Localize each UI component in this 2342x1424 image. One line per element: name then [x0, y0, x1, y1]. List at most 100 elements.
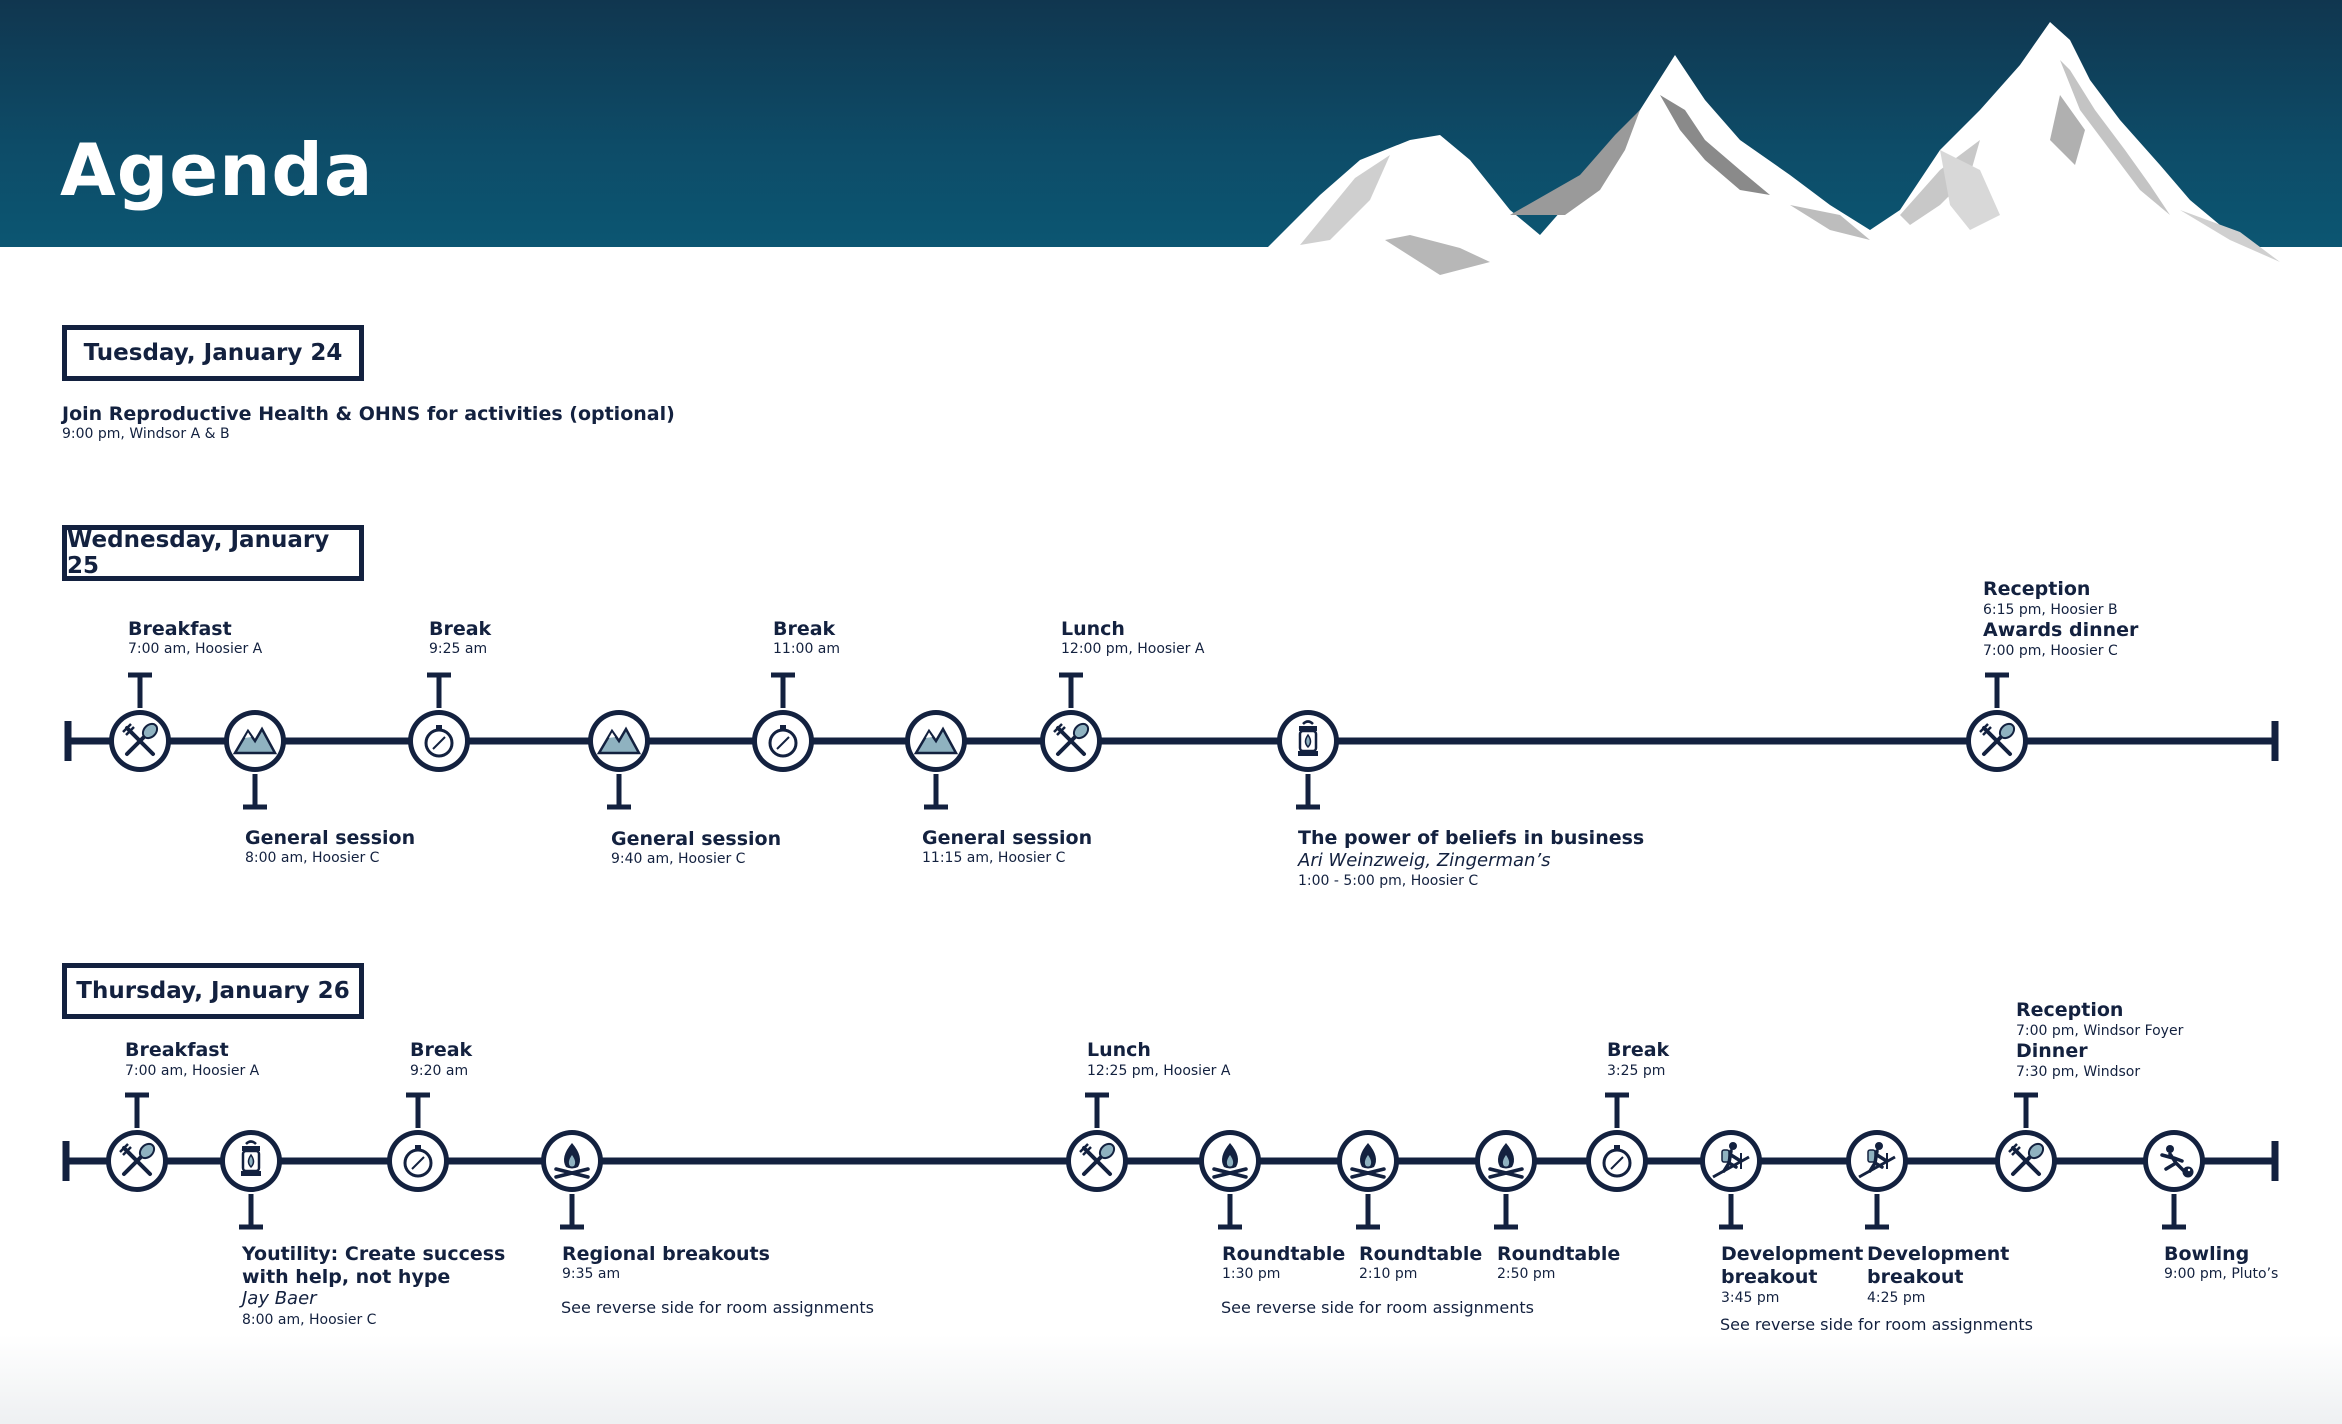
- compass-icon: [768, 725, 798, 758]
- mountain-illustration: [1220, 22, 2342, 340]
- wednesday-marker-5: [905, 710, 967, 810]
- wed-break1-title: Break: [429, 618, 492, 640]
- thu-regional-note: See reverse side for room assignments: [561, 1298, 874, 1317]
- thu-roundtable3-title: Roundtable: [1497, 1243, 1621, 1265]
- thu-break2-title: Break: [1607, 1039, 1670, 1061]
- thu-break1-title: Break: [410, 1039, 473, 1061]
- lantern-icon: [1298, 720, 1318, 756]
- wednesday-marker-4: [752, 672, 814, 772]
- wed-break2-detail: 11:00 am: [773, 641, 841, 657]
- wed-breakfast-title: Breakfast: [128, 618, 232, 640]
- fork-spoon-icon: [2008, 1142, 2045, 1176]
- wed-dinner-detail: 7:00 pm, Hoosier C: [1983, 643, 2118, 659]
- thu-roundtable1-detail: 1:30 pm: [1222, 1266, 1281, 1282]
- thursday-marker-2: [387, 1092, 449, 1192]
- thursday-marker-5: [1199, 1130, 1261, 1230]
- thu-dev1-title-line2: breakout: [1721, 1266, 1818, 1288]
- thu-reception-detail: 7:00 pm, Windsor Foyer: [2016, 1023, 2184, 1039]
- wednesday-marker-8: [1966, 672, 2028, 772]
- thu-keynote-title: Youtility: Create success: [242, 1243, 506, 1265]
- thu-dev2-title: Development: [1867, 1243, 2010, 1265]
- campfire-icon: [1488, 1143, 1524, 1179]
- mountain-icon: [596, 726, 642, 755]
- fork-spoon-icon: [1979, 722, 2016, 756]
- wednesday-marker-6: [1040, 672, 1102, 772]
- day-heading-thursday: Thursday, January 26: [62, 963, 364, 1019]
- wed-keynote-speaker: Ari Weinzweig, Zingerman’s: [1298, 850, 1551, 871]
- wed-lunch-title: Lunch: [1061, 618, 1125, 640]
- thu-development-note: See reverse side for room assignments: [1720, 1315, 2033, 1334]
- mountain-icon: [913, 726, 959, 755]
- thu-regional-title: Regional breakouts: [562, 1243, 770, 1265]
- mountain-icon: [232, 726, 278, 755]
- thu-keynote-detail: 8:00 am, Hoosier C: [242, 1312, 377, 1328]
- thursday-marker-3: [541, 1130, 603, 1230]
- hiker-icon: [1858, 1142, 1896, 1179]
- thu-roundtable3-detail: 2:50 pm: [1497, 1266, 1556, 1282]
- wednesday-marker-0: [109, 672, 171, 772]
- thursday-marker-10: [1846, 1130, 1908, 1230]
- thursday-marker-12: [2143, 1130, 2205, 1230]
- thu-dev1-title: Development: [1721, 1243, 1864, 1265]
- thu-roundtable-note: See reverse side for room assignments: [1221, 1298, 1534, 1317]
- thu-roundtable2-detail: 2:10 pm: [1359, 1266, 1418, 1282]
- thu-dev1-detail: 3:45 pm: [1721, 1290, 1780, 1306]
- wednesday-marker-7: [1277, 710, 1339, 810]
- thu-regional-detail: 9:35 am: [562, 1266, 621, 1282]
- wed-session2-title: General session: [611, 828, 782, 850]
- hiker-icon: [1712, 1142, 1750, 1179]
- thursday-marker-1: [220, 1130, 282, 1230]
- thu-breakfast-title: Breakfast: [125, 1039, 229, 1061]
- lantern-icon: [241, 1140, 261, 1176]
- wed-reception-title: Reception: [1983, 578, 2091, 600]
- fork-spoon-icon: [122, 722, 159, 756]
- thu-breakfast-detail: 7:00 am, Hoosier A: [125, 1063, 260, 1079]
- campfire-icon: [554, 1143, 590, 1179]
- wed-keynote-detail: 1:00 - 5:00 pm, Hoosier C: [1298, 873, 1479, 889]
- thursday-marker-7: [1475, 1130, 1537, 1230]
- thu-dev2-title-line2: breakout: [1867, 1266, 1964, 1288]
- thu-roundtable1-title: Roundtable: [1222, 1243, 1346, 1265]
- fork-spoon-icon: [1053, 722, 1090, 756]
- wed-session1-title: General session: [245, 827, 416, 849]
- thu-keynote-speaker: Jay Baer: [242, 1288, 317, 1309]
- wed-dinner-title: Awards dinner: [1983, 619, 2139, 641]
- thu-break2-detail: 3:25 pm: [1607, 1063, 1666, 1079]
- wed-lunch-detail: 12:00 pm, Hoosier A: [1061, 641, 1205, 657]
- compass-icon: [424, 725, 454, 758]
- thursday-marker-11: [1995, 1092, 2057, 1192]
- day-heading-wednesday: Wednesday, January 25: [62, 525, 364, 581]
- fork-spoon-icon: [1079, 1142, 1116, 1176]
- wed-session3-detail: 11:15 am, Hoosier C: [922, 850, 1066, 866]
- wednesday-marker-1: [224, 710, 286, 810]
- wed-session3-title: General session: [922, 827, 1093, 849]
- wed-breakfast-detail: 7:00 am, Hoosier A: [128, 641, 263, 657]
- fork-spoon-icon: [119, 1142, 156, 1176]
- thu-lunch-title: Lunch: [1087, 1039, 1151, 1061]
- thu-bowling-title: Bowling: [2164, 1243, 2250, 1265]
- thursday-marker-4: [1066, 1092, 1128, 1192]
- thursday-marker-9: [1700, 1130, 1762, 1230]
- day-heading-tuesday: Tuesday, January 24: [62, 325, 364, 381]
- thu-reception-title: Reception: [2016, 999, 2124, 1021]
- compass-icon: [1602, 1145, 1632, 1178]
- thu-bowling-detail: 9:00 pm, Pluto’s: [2164, 1266, 2279, 1282]
- thursday-marker-0: [106, 1092, 168, 1192]
- wed-session2-detail: 9:40 am, Hoosier C: [611, 851, 746, 867]
- thu-dev2-detail: 4:25 pm: [1867, 1290, 1926, 1306]
- wed-break2-title: Break: [773, 618, 836, 640]
- thursday-marker-8: [1586, 1092, 1648, 1192]
- thursday-timeline: [62, 1092, 2279, 1230]
- wednesday-marker-2: [408, 672, 470, 772]
- thu-break1-detail: 9:20 am: [410, 1063, 469, 1079]
- thu-keynote-title-line2: with help, not hype: [242, 1266, 451, 1288]
- thu-dinner-detail: 7:30 pm, Windsor: [2016, 1064, 2141, 1080]
- thu-lunch-detail: 12:25 pm, Hoosier A: [1087, 1063, 1231, 1079]
- wed-session1-detail: 8:00 am, Hoosier C: [245, 850, 380, 866]
- tuesday-event-detail: 9:00 pm, Windsor A & B: [62, 426, 230, 442]
- wed-reception-detail: 6:15 pm, Hoosier B: [1983, 602, 2118, 618]
- wednesday-marker-3: [588, 710, 650, 810]
- wed-break1-detail: 9:25 am: [429, 641, 488, 657]
- page-title: Agenda: [60, 128, 374, 212]
- campfire-icon: [1212, 1143, 1248, 1179]
